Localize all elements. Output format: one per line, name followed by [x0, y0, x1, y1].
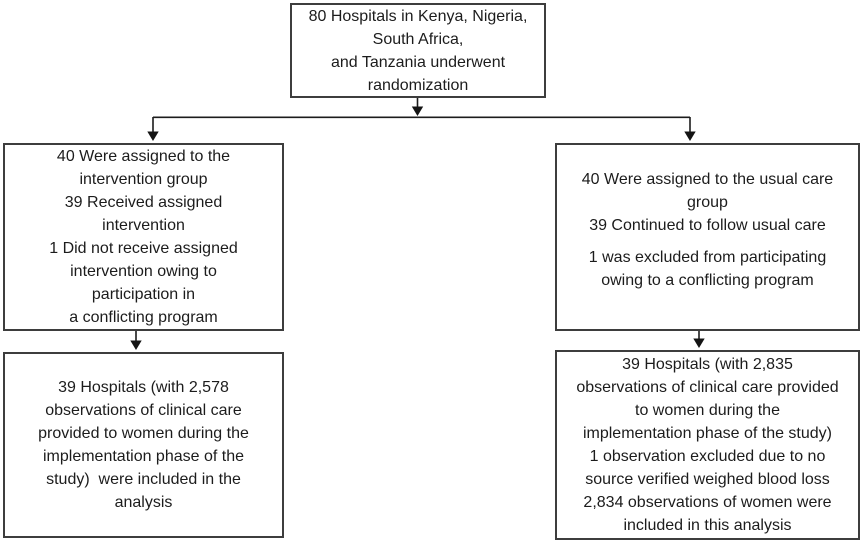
- box-usual-care-assignment: 40 Were assigned to the usual care group…: [555, 143, 860, 331]
- arrowhead-usualcare-analysis-icon: [693, 338, 705, 348]
- box-usual-care-assignment-text-1: 40 Were assigned to the usual care group…: [581, 171, 834, 234]
- arrowhead-right-drop-icon: [684, 131, 696, 141]
- arrowhead-randomization-icon: [411, 106, 424, 116]
- box-randomization-text: 80 Hospitals in Kenya, Nigeria, South Af…: [308, 7, 528, 94]
- box-usual-care-assignment-text-2: 1 was excluded from participating owing …: [588, 249, 827, 289]
- box-randomization: 80 Hospitals in Kenya, Nigeria, South Af…: [290, 3, 546, 98]
- box-intervention-analysis-text: 39 Hospitals (with 2,578 observations of…: [38, 379, 249, 511]
- box-usual-care-analysis-text: 39 Hospitals (with 2,835 observations of…: [576, 356, 839, 534]
- box-intervention-assignment-text: 40 Were assigned to the intervention gro…: [49, 148, 238, 326]
- box-intervention-analysis: 39 Hospitals (with 2,578 observations of…: [3, 352, 284, 538]
- arrowhead-intervention-analysis-icon: [130, 340, 142, 350]
- box-intervention-assignment: 40 Were assigned to the intervention gro…: [3, 143, 284, 331]
- arrowhead-left-drop-icon: [147, 131, 159, 141]
- box-usual-care-analysis: 39 Hospitals (with 2,835 observations of…: [555, 350, 860, 540]
